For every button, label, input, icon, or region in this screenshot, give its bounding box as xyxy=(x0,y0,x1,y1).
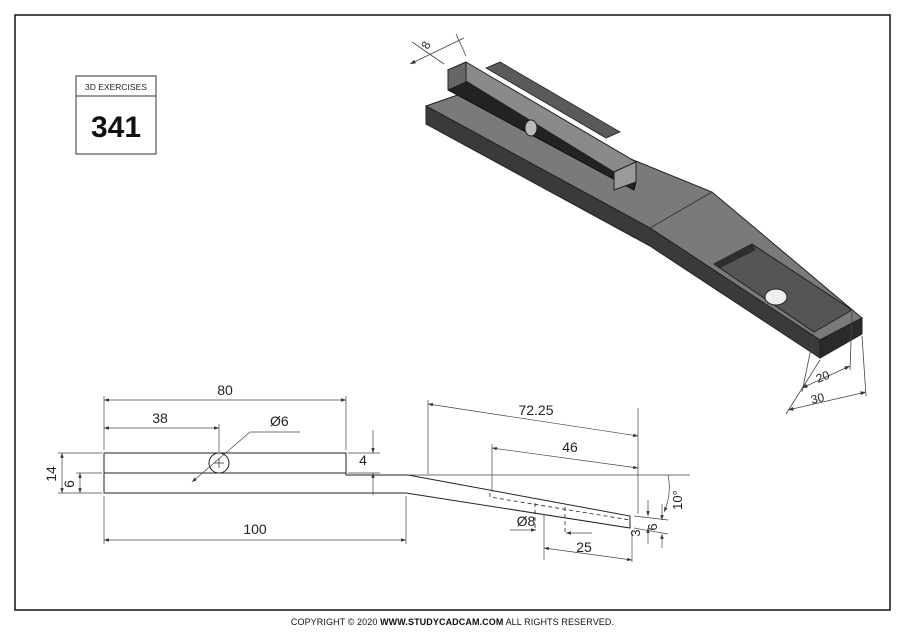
end-hole-iso xyxy=(764,288,788,306)
sheet-border xyxy=(14,14,891,611)
isometric-part xyxy=(424,61,863,359)
badge-number: 341 xyxy=(91,111,141,144)
dim-end-hole-pos: 25 xyxy=(576,539,592,555)
rib-hole-iso xyxy=(524,119,538,137)
side-dimension-lines xyxy=(58,396,690,562)
exercise-badge: 3D EXERCISES 341 xyxy=(75,75,157,155)
copyright-footer: COPYRIGHT © 2020 WWW.STUDYCADCAM.COM ALL… xyxy=(0,617,905,627)
side-view xyxy=(103,452,631,535)
dim-end-hole-dia: Ø8 xyxy=(517,513,536,529)
dim-hole-pos: 38 xyxy=(152,410,168,426)
dim-angle: 10° xyxy=(670,490,685,510)
dim-pocket-length: 46 xyxy=(562,439,578,455)
dim-inner-width: 20 xyxy=(814,368,832,386)
dim-top-length: 80 xyxy=(217,382,233,398)
dim-bend-length: 72.25 xyxy=(518,402,553,418)
dim-hole-dia: Ø6 xyxy=(270,413,289,429)
side-dimension-text: 80 38 Ø6 4 14 6 100 72.25 46 10° Ø8 25 3… xyxy=(43,382,685,555)
dim-slot-width: 8 xyxy=(418,39,434,52)
dim-total-height: 14 xyxy=(43,466,59,482)
dim-plate-height: 6 xyxy=(61,480,77,488)
dim-rib-height: 4 xyxy=(359,452,367,468)
dim-outer-width: 30 xyxy=(809,390,826,407)
dim-pocket-depth: 3 xyxy=(628,529,643,536)
dim-base-length: 100 xyxy=(243,521,267,537)
badge-label: 3D EXERCISES xyxy=(85,82,147,92)
iso-dimensions xyxy=(409,33,867,415)
footer-prefix: COPYRIGHT © 2020 xyxy=(290,617,381,627)
footer-suffix: ALL RIGHTS RESERVED. xyxy=(503,617,615,627)
dim-end-thickness: 6 xyxy=(645,523,660,530)
footer-site-link[interactable]: WWW.STUDYCADCAM.COM xyxy=(380,617,504,627)
